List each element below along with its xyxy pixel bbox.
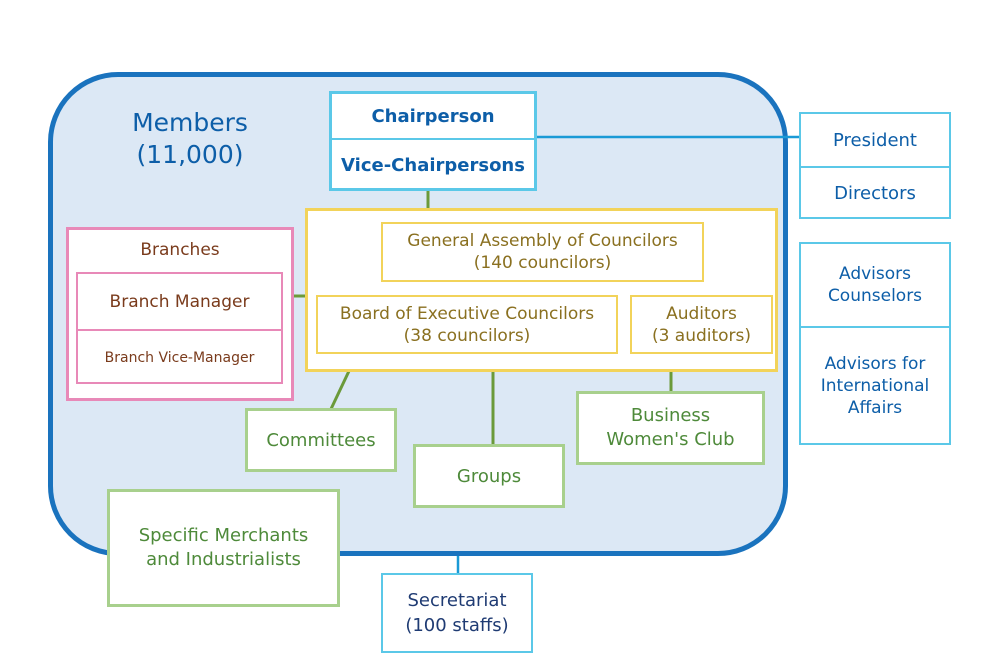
auditors-label: Auditors	[666, 303, 737, 324]
chairperson-cell: Chairperson	[332, 94, 534, 140]
chairperson-label: Chairperson	[371, 105, 495, 127]
branch-manager-label: Branch Manager	[109, 291, 250, 312]
groups-box: Groups	[413, 444, 565, 508]
merchants-line2: and Industrialists	[146, 549, 301, 570]
advisors-intl-line3: Affairs	[847, 397, 903, 418]
advisors-intl-line2: International	[820, 375, 930, 396]
branches-title: Branches	[140, 240, 220, 260]
board-executive-count: (38 councilors)	[403, 325, 531, 346]
secretariat-label: Secretariat	[407, 590, 507, 611]
advisors-international-cell: Advisors for International Affairs	[801, 328, 949, 443]
secretariat-box: Secretariat (100 staffs)	[381, 573, 533, 653]
vice-chairpersons-label: Vice-Chairpersons	[341, 154, 525, 176]
auditors-box: Auditors (3 auditors)	[630, 295, 773, 354]
general-assembly-count: (140 councilors)	[473, 253, 612, 273]
advisors-box: Advisors Counselors Advisors for Interna…	[799, 242, 951, 445]
branch-vice-manager-label: Branch Vice-Manager	[104, 349, 255, 366]
committees-box: Committees	[245, 408, 397, 472]
president-label: President	[833, 129, 917, 151]
merchants-box: Specific Merchants and Industrialists	[107, 489, 340, 607]
advisors-intl-line1: Advisors for	[824, 353, 926, 374]
branches-title-cell: Branches	[69, 230, 291, 270]
branch-inner-box: Branch Manager Branch Vice-Manager	[76, 272, 283, 384]
general-assembly-label: General Assembly of Councilors	[407, 231, 678, 251]
leadership-box: Chairperson Vice-Chairpersons	[329, 91, 537, 191]
general-assembly-box: General Assembly of Councilors (140 coun…	[381, 222, 704, 282]
branches-box: Branches Branch Manager Branch Vice-Mana…	[66, 227, 294, 401]
branch-manager-cell: Branch Manager	[78, 274, 281, 331]
groups-label: Groups	[456, 465, 522, 487]
advisors-counselors-cell: Advisors Counselors	[801, 244, 949, 328]
board-executive-label: Board of Executive Councilors	[339, 303, 595, 324]
members-title-block: Members (11,000)	[110, 104, 270, 174]
business-women-line2: Women's Club	[606, 429, 735, 450]
connector-committees	[329, 370, 351, 410]
business-women-line1: Business	[630, 405, 711, 426]
advisors-label: Advisors	[838, 264, 911, 284]
president-cell: President	[801, 114, 949, 168]
committees-label: Committees	[266, 429, 376, 451]
business-women-box: Business Women's Club	[576, 391, 765, 465]
counselors-label: Counselors	[827, 286, 923, 306]
board-executive-box: Board of Executive Councilors (38 counci…	[316, 295, 618, 354]
branch-vice-manager-cell: Branch Vice-Manager	[78, 331, 281, 384]
auditors-count: (3 auditors)	[651, 325, 752, 346]
directors-label: Directors	[834, 183, 916, 204]
officers-box: President Directors	[799, 112, 951, 219]
directors-cell: Directors	[801, 168, 949, 219]
members-count: (11,000)	[136, 140, 244, 169]
vice-chairpersons-cell: Vice-Chairpersons	[332, 140, 534, 190]
secretariat-count: (100 staffs)	[405, 615, 509, 636]
members-title: Members	[132, 108, 248, 137]
merchants-line1: Specific Merchants	[138, 525, 309, 546]
